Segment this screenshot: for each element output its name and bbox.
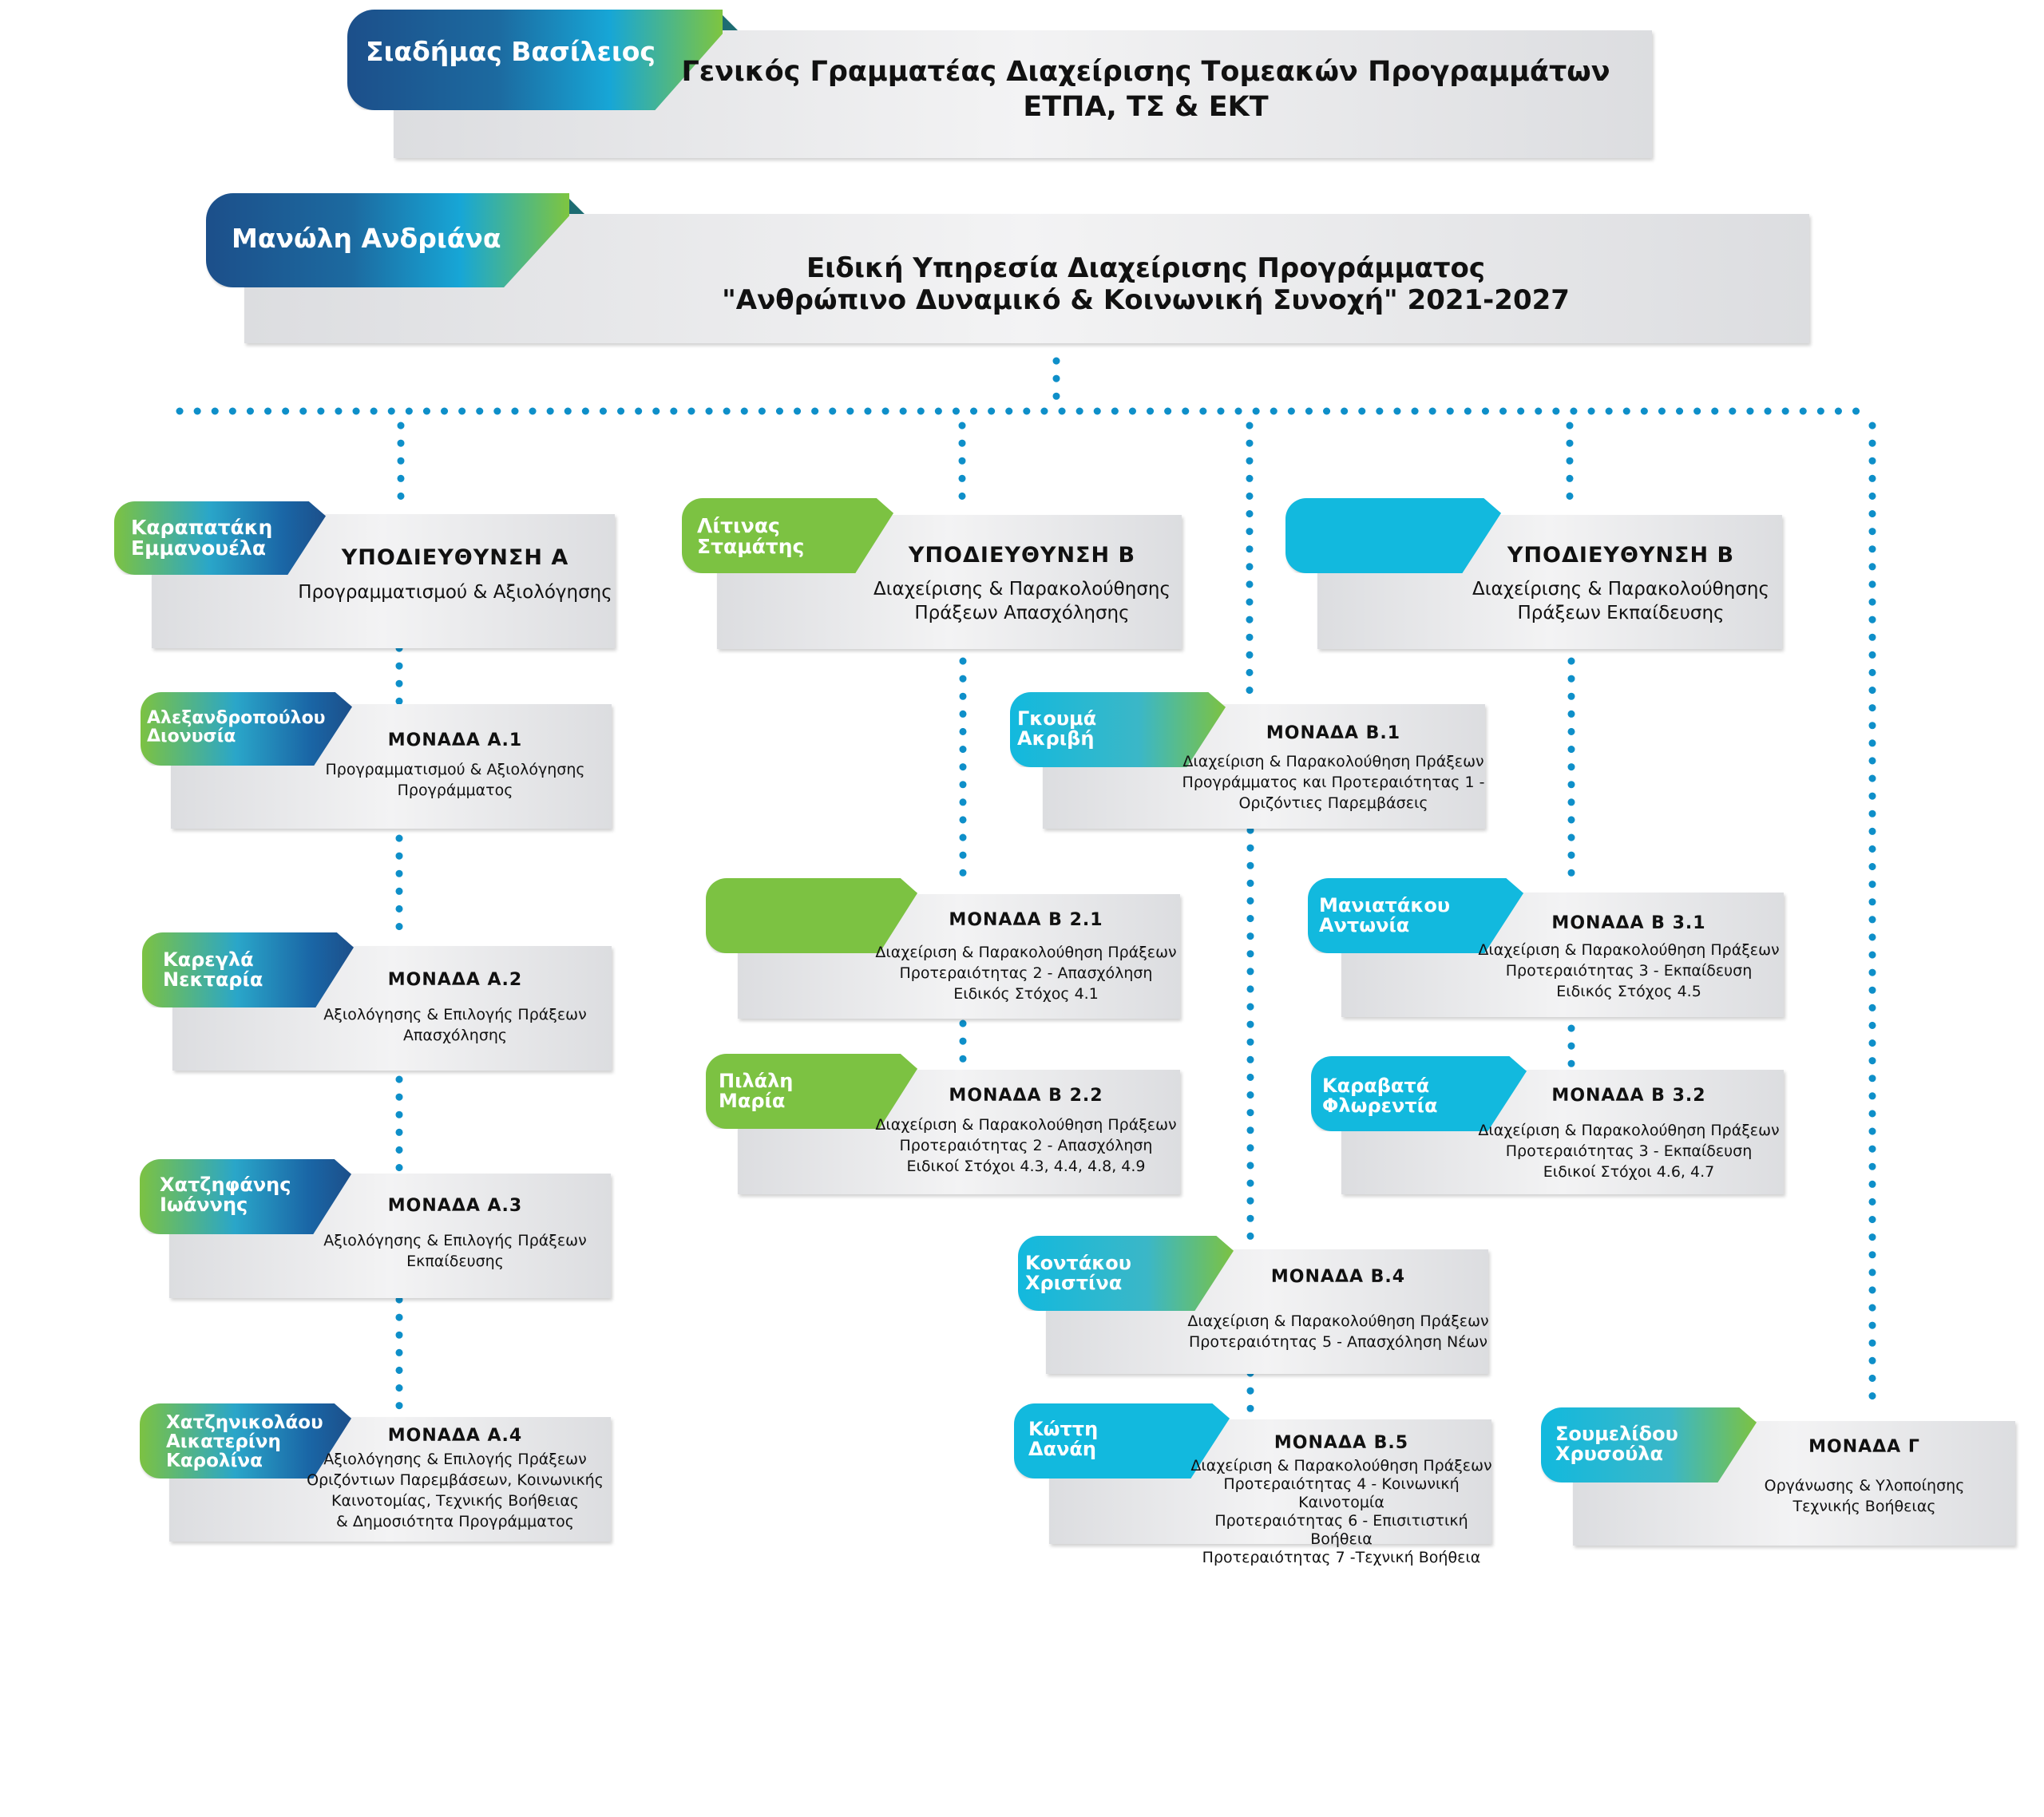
unit-a2-name-tag (142, 932, 354, 1007)
unit-b4-sub: Διαχείριση & Παρακολούθηση Πράξεων Προτε… (1187, 1312, 1489, 1351)
directorate-b-education-sub: Διαχείρισης & Παρακολούθησης Πράξεων Εκπ… (1472, 579, 1769, 623)
service-name-tag (206, 193, 569, 287)
unit-b31-sub: Διαχείριση & Παρακολούθηση Πράξεων Προτε… (1478, 941, 1780, 1000)
service-name: Μανώλη Ανδριάνα (232, 223, 501, 254)
unit-b1-name: Γκουμά Ακριβή (1017, 707, 1097, 750)
directorate-b-education-head: ΥΠΟΔΙΕΥΘΥΝΣΗ Β (1507, 543, 1735, 568)
unit-g-head: ΜΟΝΑΔΑ Γ (1808, 1437, 1920, 1457)
unit-b31-head: ΜΟΝΑΔΑ Β 3.1 (1551, 913, 1706, 933)
unit-a1-head: ΜΟΝΑΔΑ Α.1 (387, 730, 523, 750)
unit-b22-name: Πιλάλη Μαρία (719, 1070, 794, 1113)
unit-b22-sub: Διαχείριση & Παρακολούθηση Πράξεων Προτε… (875, 1116, 1177, 1175)
unit-b32-name-tag (1311, 1056, 1527, 1131)
directorate-a-head: ΥΠΟΔΙΕΥΘΥΝΣΗ Α (341, 545, 569, 570)
unit-a4-name-tag (140, 1403, 351, 1479)
secretary-name: Σιαδήμας Βασίλειος (366, 36, 656, 67)
directorate-b-employment-name-tag (682, 498, 893, 573)
directorate-b-employment-name: Λίτινας Σταμάτης (697, 514, 805, 559)
directorate-a-name-tag (114, 501, 326, 575)
unit-b4-name-tag (1018, 1236, 1234, 1311)
unit-b4-name: Κοντάκου Χριστίνα (1025, 1252, 1131, 1295)
unit-a2-sub: Αξιολόγησης & Επιλογής Πράξεων Απασχόλησ… (323, 1006, 587, 1044)
unit-g-name-tag (1541, 1407, 1757, 1482)
unit-a2-head: ΜΟΝΑΔΑ Α.2 (387, 970, 523, 990)
secretary-title-line1: Γενικός Γραμματέας Διαχείρισης Τομεακών … (681, 56, 1610, 88)
unit-a2-name: Καρεγλά Νεκταρία (163, 948, 263, 992)
unit-a4-name: Χατζηνικολάου Αικατερίνη Καρολίνα (166, 1412, 323, 1472)
directorate-b-education-name-tag (1285, 498, 1501, 573)
service-title-line2: "Ανθρώπινο Δυναμικό & Κοινωνική Συνοχή" … (722, 284, 1570, 316)
secretary-name-tag (347, 10, 723, 110)
unit-b4-head: ΜΟΝΑΔΑ Β.4 (1270, 1267, 1406, 1287)
unit-b31-name: Μανιατάκου Αντωνία (1319, 894, 1451, 937)
unit-b21-name-tag (706, 878, 917, 953)
unit-b32-head: ΜΟΝΑΔΑ Β 3.2 (1551, 1086, 1706, 1106)
unit-b1-head: ΜΟΝΑΔΑ Β.1 (1266, 723, 1401, 743)
unit-a3-name: Χατζηφάνης Ιωάννης (160, 1174, 291, 1217)
secretary-title-line2: ΕΤΠΑ, ΤΣ & ΕΚΤ (1023, 91, 1269, 123)
directorate-b-employment-sub: Διαχείρισης & Παρακολούθησης Πράξεων Απα… (873, 579, 1171, 623)
unit-g-sub: Οργάνωσης & Υλοποίησης Τεχνικής Βοήθειας (1764, 1477, 1965, 1515)
unit-b32-name: Καραβατά Φλωρεντία (1322, 1075, 1438, 1118)
unit-b1-name-tag (1010, 692, 1226, 767)
unit-b21-head: ΜΟΝΑΔΑ Β 2.1 (949, 910, 1103, 930)
unit-a3-name-tag (140, 1159, 351, 1234)
unit-b32-sub: Διαχείριση & Παρακολούθηση Πράξεων Προτε… (1478, 1122, 1780, 1181)
unit-b5-head: ΜΟΝΑΔΑ Β.5 (1274, 1433, 1409, 1453)
unit-b1-sub: Διαχείριση & Παρακολούθηση Πράξεων Προγρ… (1182, 753, 1485, 812)
unit-b22-name-tag (706, 1054, 917, 1129)
unit-a1-sub: Προγραμματισμού & Αξιολόγησης Προγράμματ… (325, 761, 585, 799)
unit-a3-head: ΜΟΝΑΔΑ Α.3 (387, 1196, 523, 1216)
unit-g-name: Σουμελίδου Χρυσούλα (1555, 1423, 1678, 1466)
service-title-line1: Ειδική Υπηρεσία Διαχείρισης Προγράμματος (806, 252, 1486, 284)
directorate-a-sub: Προγραμματισμού & Αξιολόγησης (298, 582, 612, 603)
unit-b5-name-tag (1014, 1403, 1230, 1479)
unit-a3-sub: Αξιολόγησης & Επιλογής Πράξεων Εκπαίδευσ… (323, 1232, 587, 1270)
unit-b5-name: Κώττη Δανάη (1028, 1418, 1099, 1461)
unit-a1-name: Αλεξανδροπούλου Διονυσία (147, 708, 326, 747)
unit-b5-sub: Διαχείριση & Παρακολούθηση Πράξεων Προτε… (1190, 1457, 1492, 1566)
unit-a4-head: ΜΟΝΑΔΑ Α.4 (387, 1426, 523, 1446)
unit-b22-head: ΜΟΝΑΔΑ Β 2.2 (949, 1086, 1103, 1106)
directorate-b-employment-head: ΥΠΟΔΙΕΥΘΥΝΣΗ Β (908, 543, 1136, 568)
unit-a1-name-tag (141, 692, 352, 766)
unit-a4-sub: Αξιολόγησης & Επιλογής Πράξεων Οριζόντιω… (307, 1451, 604, 1530)
unit-b21-sub: Διαχείριση & Παρακολούθηση Πράξεων Προτε… (875, 944, 1177, 1003)
directorate-a-name: Καραπατάκη Εμμανουέλα (131, 516, 273, 560)
unit-b31-name-tag (1308, 878, 1523, 953)
